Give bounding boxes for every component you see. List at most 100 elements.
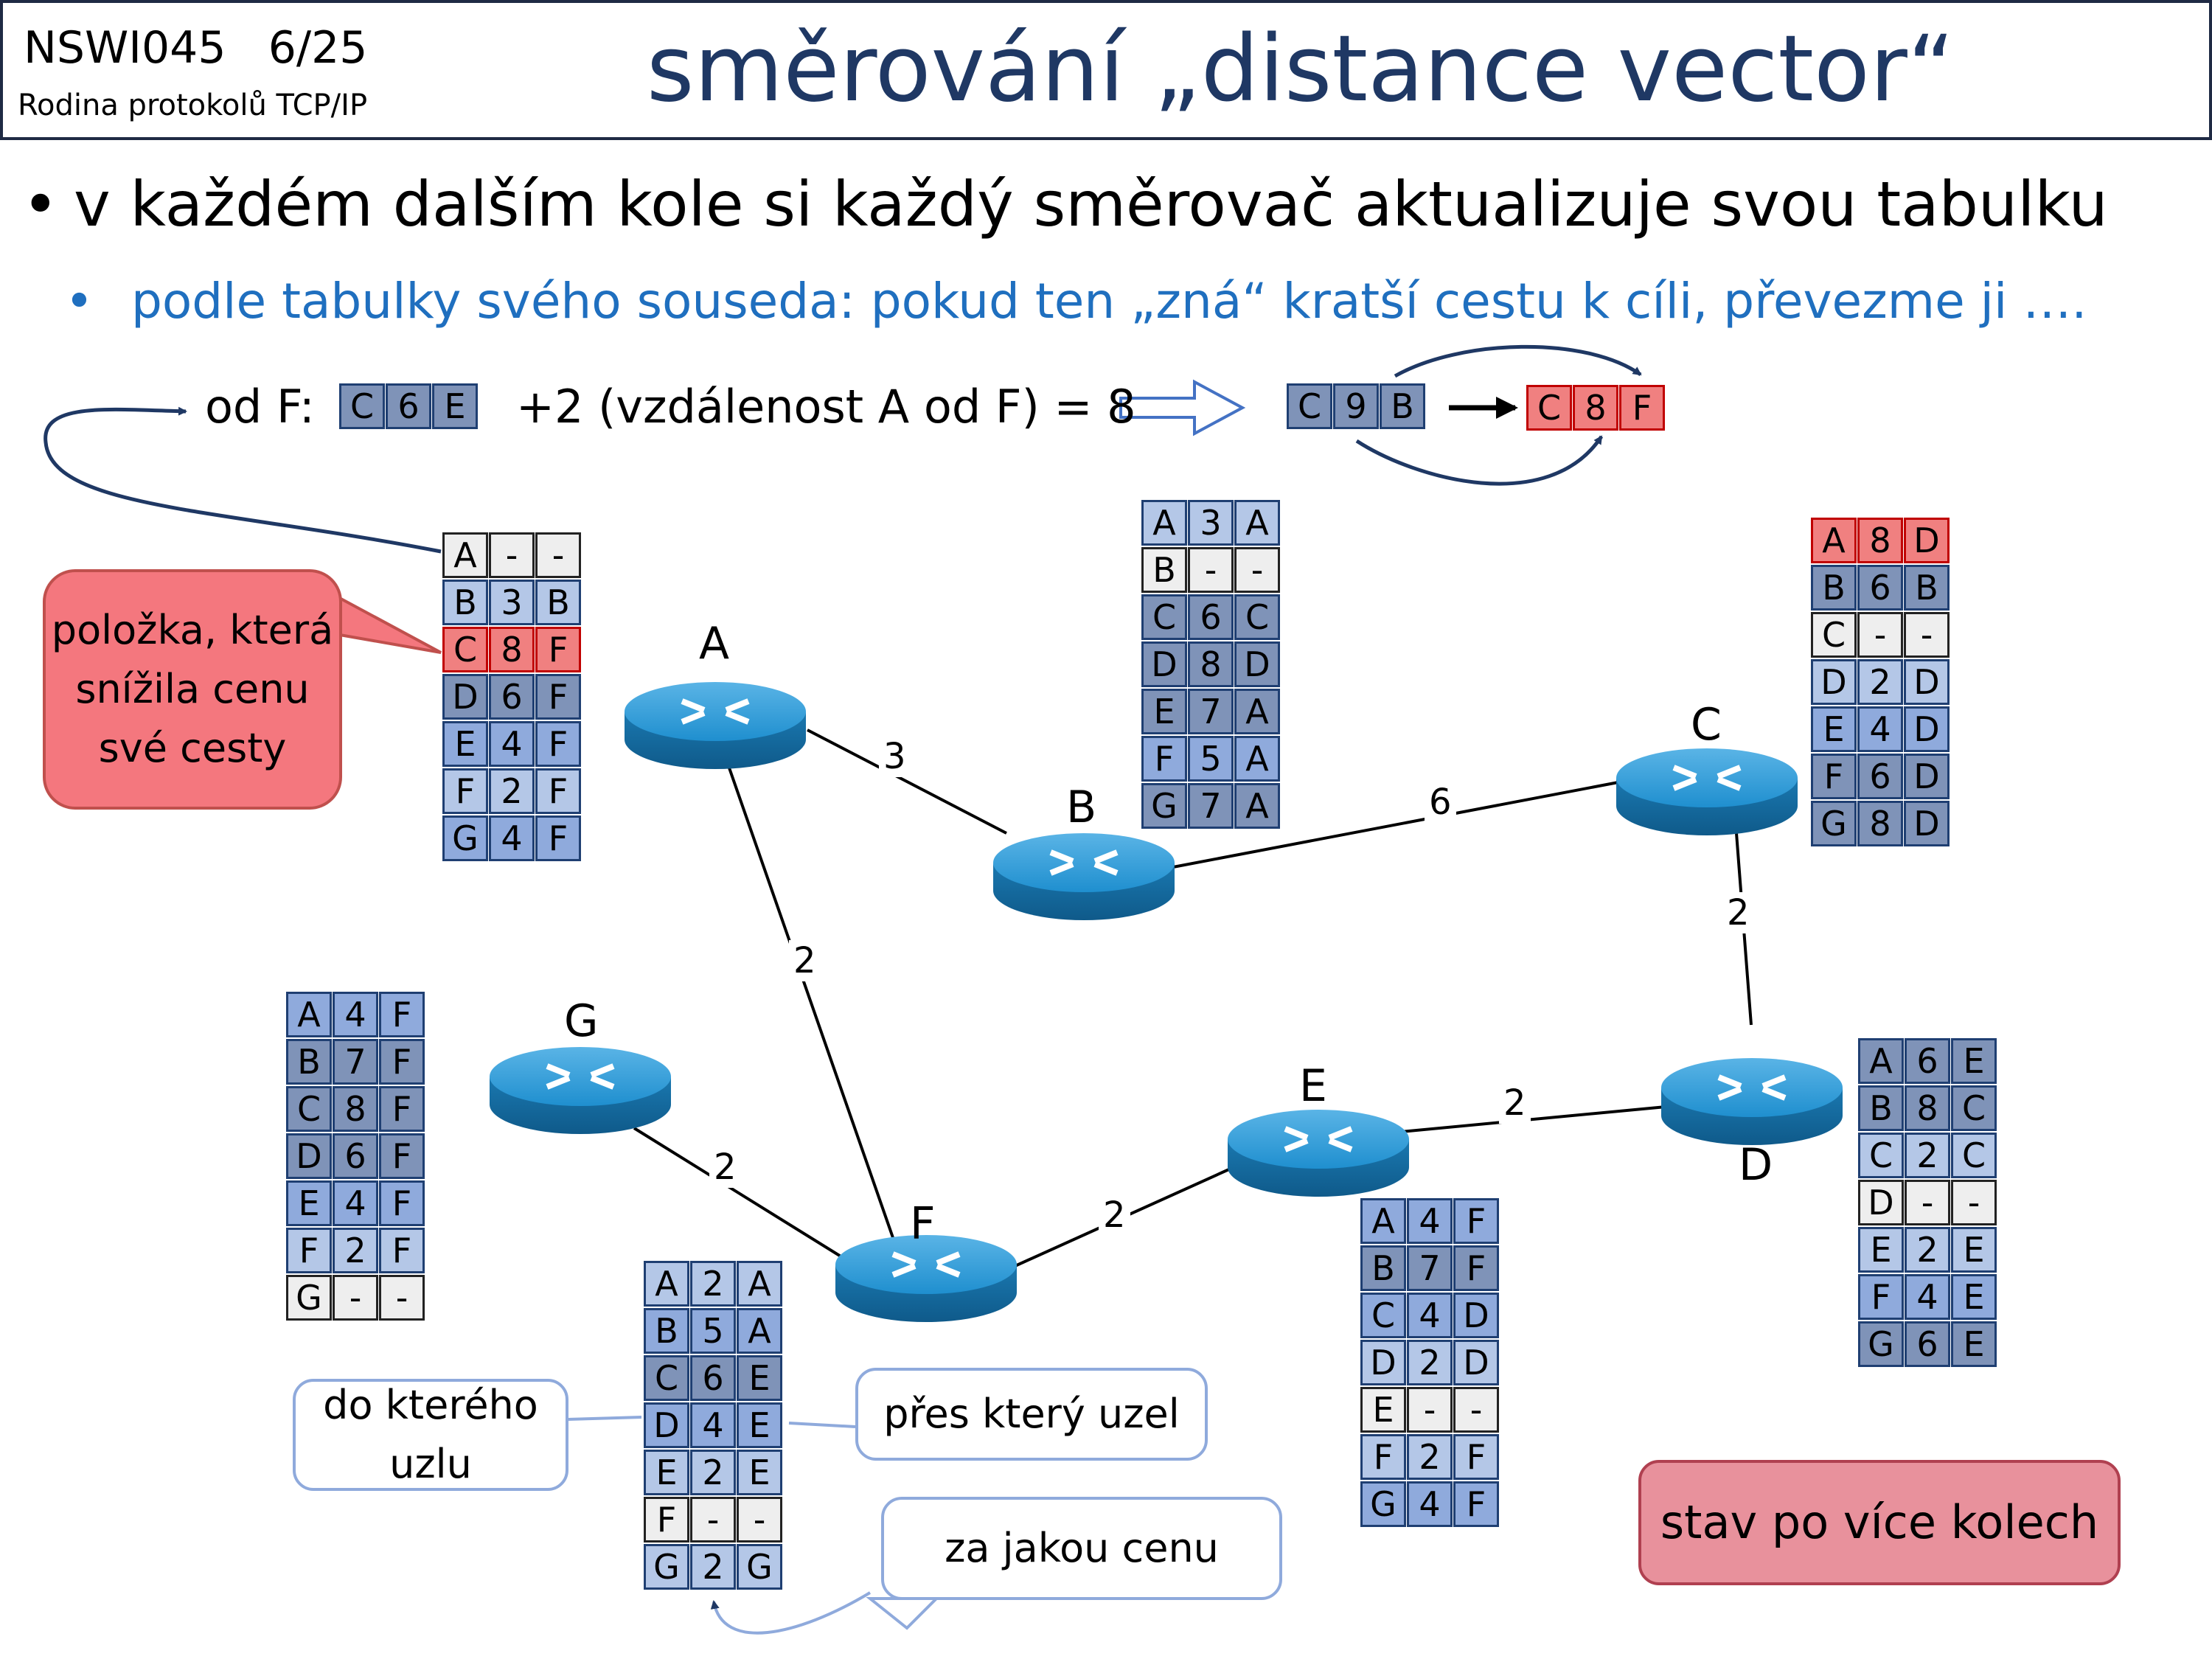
table-cell-dest: G bbox=[286, 1275, 332, 1321]
router-label-d: D bbox=[1739, 1139, 1773, 1191]
table-cell-via: F bbox=[379, 1133, 425, 1179]
table-cell-via: E bbox=[1951, 1227, 1997, 1273]
arrow-bottom-curve bbox=[1355, 435, 1604, 486]
table-cell-via: F bbox=[379, 1039, 425, 1085]
table-cell-via: D bbox=[1904, 801, 1950, 846]
table-cell-dest: C bbox=[286, 1086, 332, 1132]
table-row: E-- bbox=[1360, 1387, 1500, 1434]
arrow-table-a-to-calc bbox=[44, 406, 442, 554]
table-cell-cost: - bbox=[1905, 1180, 1950, 1225]
table-cell-dest: C bbox=[1141, 594, 1187, 640]
table-cell-dest: F bbox=[286, 1228, 332, 1273]
router-label-b: B bbox=[1066, 782, 1097, 833]
table-cell-dest: D bbox=[442, 674, 488, 720]
table-cell-cost: 3 bbox=[1188, 500, 1234, 546]
course-code: NSWI045 6/25 bbox=[24, 22, 367, 74]
table-cell-cost: 2 bbox=[1905, 1227, 1950, 1273]
table-cell-cost: 6 bbox=[1905, 1038, 1950, 1084]
pointer-pres-ktery bbox=[788, 1422, 856, 1428]
table-cell-dest: G bbox=[1360, 1481, 1406, 1527]
table-row: B-- bbox=[1141, 547, 1281, 594]
table-cell-via: E bbox=[737, 1402, 782, 1448]
table-cell-cost: 8 bbox=[333, 1086, 378, 1132]
table-cell-dest: F bbox=[1811, 754, 1857, 799]
table-cell-cost: 7 bbox=[333, 1039, 378, 1085]
table-cell-dest: G bbox=[644, 1544, 689, 1590]
table-cell-cost: 2 bbox=[1407, 1434, 1453, 1480]
table-cell-cost: 7 bbox=[1188, 783, 1234, 829]
table-cell-via: F bbox=[1453, 1245, 1499, 1291]
callout-za-jakou: za jakou cenu bbox=[881, 1497, 1282, 1600]
table-cell-dest: C bbox=[644, 1355, 689, 1401]
table-cell-cost: 4 bbox=[333, 1180, 378, 1226]
router-f bbox=[835, 1235, 1017, 1322]
table-cell-dest: B bbox=[644, 1308, 689, 1354]
table-cell-via: F bbox=[1453, 1481, 1499, 1527]
table-cell-cost: 4 bbox=[1905, 1274, 1950, 1320]
table-cell-via: - bbox=[1904, 612, 1950, 658]
table-cell-via: F bbox=[379, 1180, 425, 1226]
bullet-1-text: v každém dalším kole si každý směrovač a… bbox=[74, 168, 2108, 240]
table-cell-via: A bbox=[1234, 736, 1280, 782]
weight-a-b: 3 bbox=[879, 736, 911, 777]
table-cell-cost: 2 bbox=[1857, 659, 1903, 705]
table-cell-dest: A bbox=[286, 992, 332, 1037]
table-cell-dest: E bbox=[286, 1180, 332, 1226]
table-cell-cost: 5 bbox=[690, 1308, 736, 1354]
table-cell-via: C bbox=[1951, 1085, 1997, 1131]
pointer-za-jakou bbox=[710, 1591, 872, 1635]
table-cell-dest: C bbox=[1858, 1133, 1904, 1178]
table-cell-cost: 7 bbox=[1407, 1245, 1453, 1291]
table-cell-cost: 2 bbox=[1407, 1340, 1453, 1385]
table-cell-via: C bbox=[1951, 1133, 1997, 1178]
table-cell-via: B bbox=[1904, 565, 1950, 611]
slide-title: směrování „distance vector“ bbox=[646, 16, 1955, 122]
router-label-a: A bbox=[699, 618, 730, 669]
table-cell-dest: A bbox=[1360, 1198, 1406, 1244]
table-cell-via: A bbox=[1234, 500, 1280, 546]
router-label-g: G bbox=[564, 995, 599, 1047]
table-cell-cost: 2 bbox=[690, 1544, 736, 1590]
table-cell-cost: 4 bbox=[489, 721, 535, 767]
table-cell-via: G bbox=[737, 1544, 782, 1590]
table-cell-via: A bbox=[1234, 783, 1280, 829]
table-cell-via: - bbox=[1234, 547, 1280, 593]
table-cell-cost: 6 bbox=[1857, 565, 1903, 611]
table-cell-dest: E bbox=[1858, 1227, 1904, 1273]
table-cell-via: E bbox=[1951, 1274, 1997, 1320]
callout-pres-ktery: přes který uzel bbox=[855, 1368, 1208, 1461]
table-cell-dest: G bbox=[1811, 801, 1857, 846]
table-cell-cost: 2 bbox=[489, 768, 535, 814]
table-cell-via: F bbox=[379, 1228, 425, 1273]
table-row: D-- bbox=[1858, 1180, 1997, 1227]
weight-e-d: 2 bbox=[1499, 1082, 1531, 1124]
table-cell-cost: 6 bbox=[1188, 594, 1234, 640]
link-a-b bbox=[807, 728, 1007, 835]
table-cell-dest: E bbox=[1141, 689, 1187, 734]
table-cell-dest: G bbox=[442, 815, 488, 861]
callout-polozka: položka, která snížila cenu své cesty bbox=[43, 569, 342, 810]
